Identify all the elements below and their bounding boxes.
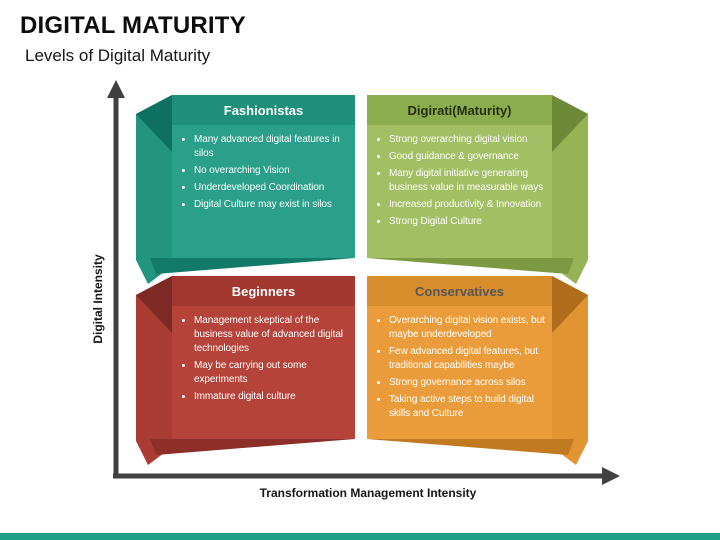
fold-shadow-top-left — [136, 95, 172, 152]
bullet-item: Good guidance & governance — [389, 150, 548, 164]
bullet-item: Few advanced digital features, but tradi… — [389, 345, 548, 373]
bullet-item: Taking active steps to build digital ski… — [389, 393, 548, 421]
bullet-item: Many advanced digital features in silos — [194, 133, 351, 161]
quadrant-digirati-body: Strong overarching digital visionGood gu… — [367, 125, 552, 229]
bullet-item: Strong overarching digital vision — [389, 133, 548, 147]
quadrant-conservatives-header: Conservatives — [367, 276, 552, 306]
bullet-item: Increased productivity & Innovation — [389, 198, 548, 212]
bullet-item: Digital Culture may exist in silos — [194, 198, 351, 212]
bottom-wedge-top-left — [150, 258, 355, 274]
quadrant-beginners-body: Management skeptical of the business val… — [172, 306, 355, 404]
bullet-list: Overarching digital vision exists, but m… — [373, 314, 548, 421]
bullet-list: Many advanced digital features in silosN… — [178, 133, 351, 212]
bullet-item: May be carrying out some experiments — [194, 359, 351, 387]
quadrant-fashionistas: Fashionistas Many advanced digital featu… — [172, 95, 355, 258]
bottom-wedge-bottom-left — [150, 439, 355, 455]
quadrant-conservatives: Conservatives Overarching digital vision… — [367, 276, 552, 439]
quadrant-digirati-header: Digirati(Maturity) — [367, 95, 552, 125]
bullet-item: Overarching digital vision exists, but m… — [389, 314, 548, 342]
fold-shadow-bottom-left — [136, 276, 172, 333]
page-subtitle: Levels of Digital Maturity — [25, 46, 211, 65]
bullet-item: Immature digital culture — [194, 390, 351, 404]
bottom-wedge-top-right — [367, 258, 574, 274]
bullet-item: Underdeveloped Coordination — [194, 181, 351, 195]
bullet-item: Strong Digital Culture — [389, 215, 548, 229]
bullet-item: Many digital initiative generating busin… — [389, 167, 548, 195]
quadrant-beginners: Beginners Management skeptical of the bu… — [172, 276, 355, 439]
quadrant-digirati-title: Digirati(Maturity) — [407, 102, 512, 118]
fold-shadow-top-right — [552, 95, 588, 152]
quadrant-conservatives-title: Conservatives — [415, 283, 504, 299]
fold-shadow-bottom-right — [552, 276, 588, 333]
x-axis-arrowhead-icon — [602, 467, 620, 485]
quadrant-beginners-title: Beginners — [231, 283, 296, 299]
bullet-item: Management skeptical of the business val… — [194, 314, 351, 356]
quadrant-fashionistas-body: Many advanced digital features in silosN… — [172, 125, 355, 212]
x-axis-label: Transformation Management Intensity — [259, 486, 477, 500]
quadrant-digirati: Digirati(Maturity) Strong overarching di… — [367, 95, 552, 258]
bullet-list: Management skeptical of the business val… — [178, 314, 351, 404]
bullet-item: Strong governance across silos — [389, 376, 548, 390]
bullet-list: Strong overarching digital visionGood gu… — [373, 133, 548, 229]
bottom-wedge-bottom-right — [367, 439, 574, 455]
quadrant-beginners-header: Beginners — [172, 276, 355, 306]
y-axis-arrowhead-icon — [107, 80, 125, 98]
quadrant-fashionistas-header: Fashionistas — [172, 95, 355, 125]
quadrant-fashionistas-title: Fashionistas — [223, 102, 304, 118]
page-title: DIGITAL MATURITY — [20, 12, 246, 39]
footer-accent-bar — [0, 533, 720, 540]
bullet-item: No overarching Vision — [194, 164, 351, 178]
quadrant-conservatives-body: Overarching digital vision exists, but m… — [367, 306, 552, 421]
y-axis-label: Digital Intensity — [91, 254, 105, 344]
